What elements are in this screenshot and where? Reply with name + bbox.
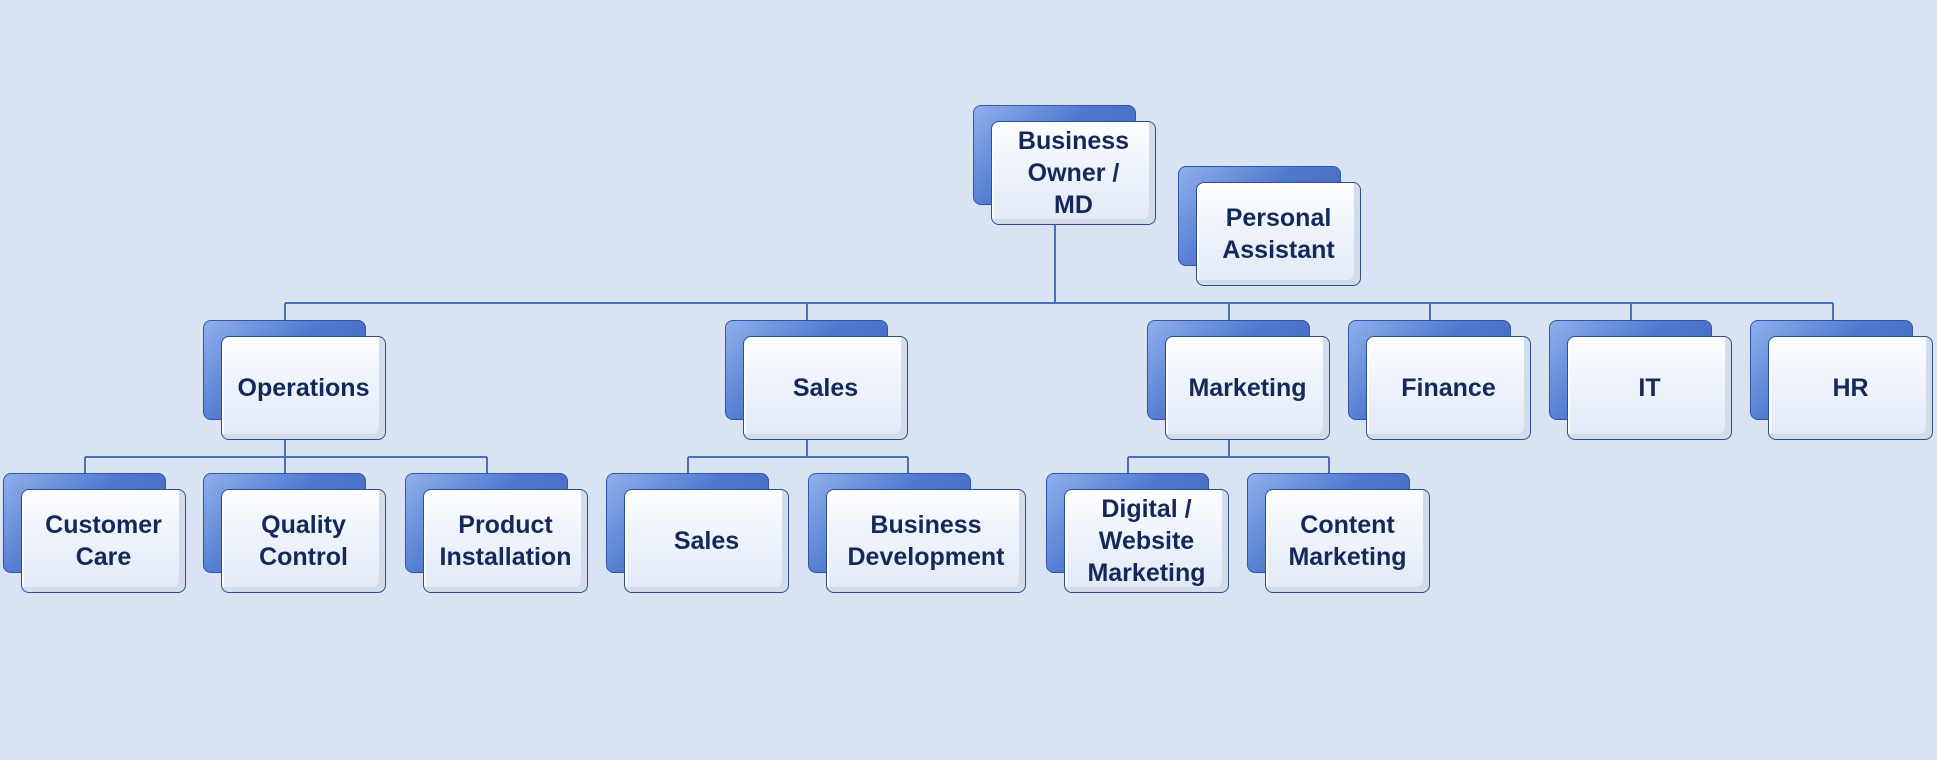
node-label: Content Marketing [1288,511,1407,571]
node-box: Sales [624,489,789,593]
node-label: Personal Assistant [1222,204,1335,264]
node-sales[interactable]: Sales [725,320,908,440]
node-box: Personal Assistant [1196,182,1361,286]
node-label: Sales [673,527,740,555]
node-box: Business Owner / MD [991,121,1156,225]
node-box: HR [1768,336,1933,440]
node-box: Content Marketing [1265,489,1430,593]
node-hr[interactable]: HR [1750,320,1933,440]
node-label: HR [1832,374,1869,402]
node-box: Customer Care [21,489,186,593]
node-box: Quality Control [221,489,386,593]
node-product-installation[interactable]: Product Installation [405,473,588,593]
node-operations[interactable]: Operations [203,320,386,440]
node-box: Digital / Website Marketing [1064,489,1229,593]
node-box: Operations [221,336,386,440]
node-box: Business Development [826,489,1026,593]
node-label: IT [1638,374,1661,402]
node-business-owner[interactable]: Business Owner / MD [973,105,1156,225]
node-box: Marketing [1165,336,1330,440]
node-box: Sales [743,336,908,440]
node-label: Business Owner / MD [1017,127,1130,219]
node-it[interactable]: IT [1549,320,1732,440]
node-marketing[interactable]: Marketing [1147,320,1330,440]
node-label: Quality Control [259,511,348,571]
node-sales-team[interactable]: Sales [606,473,789,593]
node-label: Customer Care [45,511,162,571]
node-label: Operations [237,374,370,402]
node-label: Digital / Website Marketing [1087,495,1206,587]
node-quality-control[interactable]: Quality Control [203,473,386,593]
node-label: Marketing [1188,374,1307,402]
node-label: Sales [792,374,859,402]
node-label: Finance [1401,374,1496,402]
node-box: Finance [1366,336,1531,440]
node-customer-care[interactable]: Customer Care [3,473,186,593]
node-box: IT [1567,336,1732,440]
node-digital-marketing[interactable]: Digital / Website Marketing [1046,473,1229,593]
node-label: Business Development [847,511,1005,571]
node-business-development[interactable]: Business Development [808,473,1026,593]
node-label: Product Installation [439,511,572,571]
node-content-marketing[interactable]: Content Marketing [1247,473,1430,593]
node-box: Product Installation [423,489,588,593]
node-finance[interactable]: Finance [1348,320,1531,440]
node-personal-assistant[interactable]: Personal Assistant [1178,166,1361,286]
